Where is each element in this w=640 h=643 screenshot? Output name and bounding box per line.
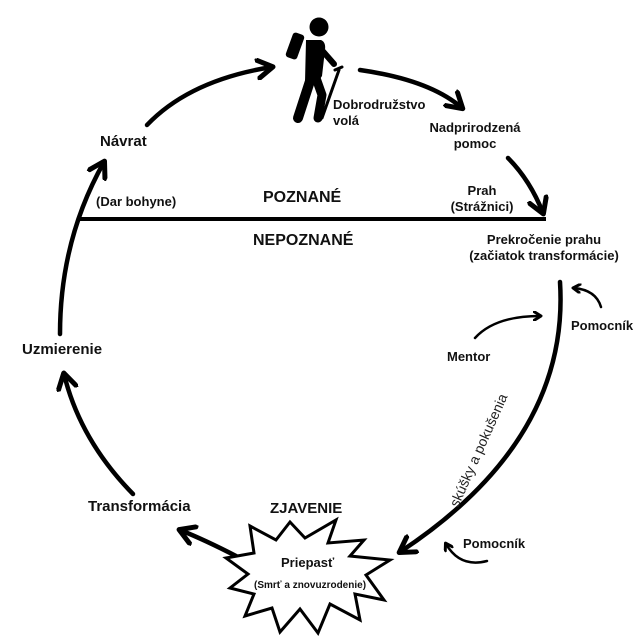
arrow-atonement-to-return [57, 162, 104, 337]
return-label: Návrat [100, 133, 147, 150]
mentor-label: Mentor [447, 349, 491, 364]
arrow-helper-top [574, 288, 603, 309]
supernatural-aid-label: Nadprirodzená pomoc [425, 120, 525, 152]
gift-label: (Dar bohyne) [96, 194, 177, 209]
arrow-aid-to-threshold [505, 155, 543, 213]
arrow-helper-bottom [446, 544, 489, 564]
call-label-line1: Dobrodružstvo [333, 97, 426, 112]
abyss-label: Priepasť [281, 555, 335, 570]
hiker-icon [285, 17, 344, 123]
threshold-label-line1: Prah [467, 183, 497, 198]
transformation-label: Transformácia [88, 498, 191, 515]
known-region-label: POZNANÉ [263, 189, 342, 206]
arrow-return-to-call [144, 67, 272, 128]
abyss-burst-shape [222, 516, 395, 637]
crossing-label: Prekročenie prahu (začiatok transformáci… [462, 232, 626, 264]
abyss-sub-label: (Smrť a znovuzrodenie) [254, 580, 367, 591]
crossing-label-line2: (začiatok transformácie) [469, 248, 619, 263]
helper-bottom-label: Pomocník [463, 536, 526, 551]
arrow-call-to-aid [357, 67, 462, 108]
atonement-label: Uzmierenie [22, 341, 103, 358]
arrow-abyss-to-transformation [180, 530, 239, 559]
helper-top-label: Pomocník [571, 318, 634, 333]
arrow-transformation-to-atonement [64, 374, 136, 497]
arrow-mentor [473, 316, 540, 340]
aid-label-line2: pomoc [453, 136, 497, 151]
threshold-label: Prah (Strážnici) [446, 183, 518, 215]
threshold-label-line2: (Strážnici) [450, 199, 514, 214]
aid-label-line1: Nadprirodzená [429, 120, 521, 135]
crossing-label-line1: Prekročenie prahu [486, 232, 602, 247]
arrow-trials-path [400, 279, 563, 552]
call-label-line2: volá [333, 113, 360, 128]
unknown-region-label: NEPOZNANÉ [253, 232, 354, 249]
call-label: Dobrodružstvo volá [333, 97, 425, 129]
revelation-label: ZJAVENIE [270, 500, 343, 517]
